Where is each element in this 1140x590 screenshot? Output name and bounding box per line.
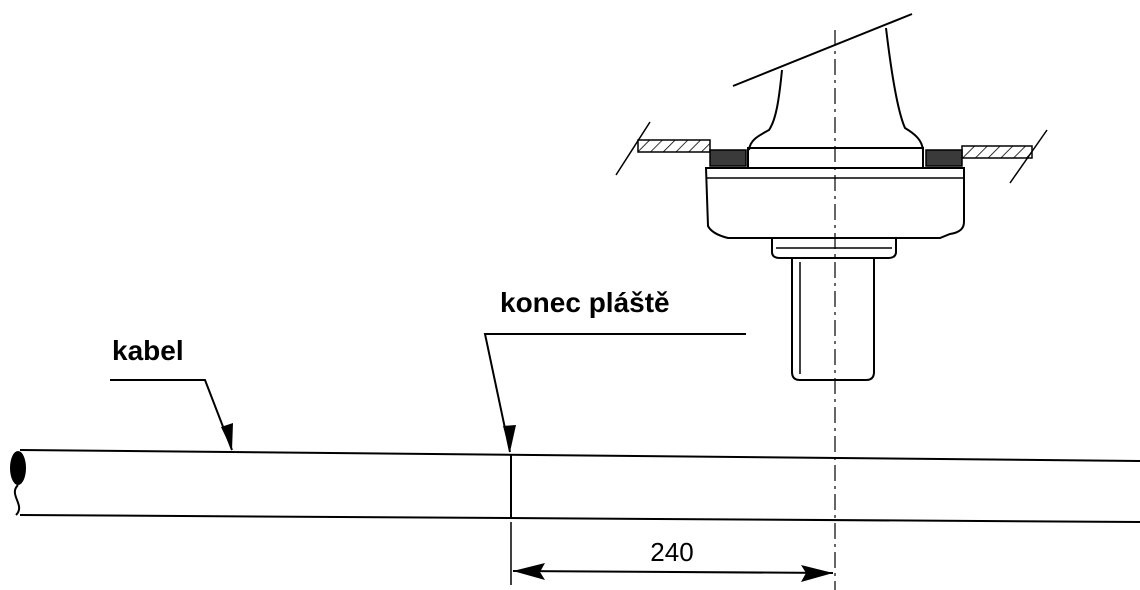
bushing-assembly (615, 13, 1048, 381)
cable-top-edge (19, 449, 1140, 462)
stem-upper-step (771, 238, 897, 259)
wall-plate-right (961, 145, 1033, 159)
dimension-240: 240 (510, 522, 834, 585)
gasket-left (709, 149, 747, 167)
sheath-end-label: konec pláště (500, 287, 670, 318)
insulator-right-profile (885, 27, 924, 151)
cable-leader: kabel (110, 335, 233, 451)
terminal-stem (791, 258, 875, 381)
cable-leader-arrowhead (221, 423, 233, 450)
cable (10, 449, 1140, 523)
wall-break-line-left (615, 121, 651, 176)
dimension-arrowhead-right (801, 565, 833, 582)
dimension-value: 240 (650, 537, 693, 567)
dimension-arrowhead-left (513, 563, 545, 580)
wall-break-line-right (1009, 129, 1048, 184)
cable-bottom-edge (19, 514, 1140, 523)
wall-plate-left (637, 139, 711, 153)
bushing-top-slope-line (732, 13, 913, 87)
cable-label: kabel (112, 335, 184, 366)
bushing-flange (704, 167, 965, 239)
dimension-line (512, 570, 834, 574)
cable-break-curve (13, 484, 21, 516)
sheath-end-leader-line (483, 333, 746, 453)
cable-leader-line (110, 379, 233, 451)
sheath-end-leader: konec pláště (483, 287, 746, 453)
cable-end-section (10, 451, 26, 485)
gasket-right (925, 149, 963, 167)
sheath-end-leader-arrowhead (503, 425, 516, 452)
insulator-left-profile (748, 69, 783, 151)
